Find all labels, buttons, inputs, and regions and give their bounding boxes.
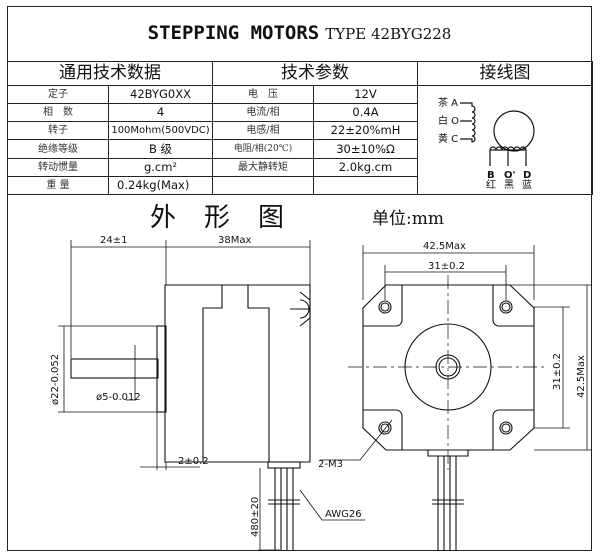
wire-label-o2: O' xyxy=(504,170,516,181)
flange xyxy=(156,325,167,413)
dim-line-holes xyxy=(320,419,393,461)
technical-value: 22±20%mH xyxy=(313,121,418,141)
wire-label-b: B xyxy=(487,170,495,181)
mount-holes xyxy=(378,300,513,435)
center-lines xyxy=(348,275,545,470)
technical-value: 0.4A xyxy=(313,103,418,123)
spec-table: 通用技术数据 技术参数 接线图 定子 42BYG0XX 电 压 12V 茶 A … xyxy=(7,61,593,196)
wire-label-c: 黄 C xyxy=(438,132,458,145)
wiring-diagram: 茶 A 白 O 黄 C B O' D 红 黑 蓝 xyxy=(438,96,535,191)
shaft xyxy=(70,358,159,379)
dim-height-pitch: 31±0.2 xyxy=(552,353,563,390)
drawing-frame xyxy=(7,6,592,551)
dim-lead-length: 480±20 xyxy=(250,497,261,537)
motor-body xyxy=(164,284,311,463)
cable-boss-side xyxy=(267,461,301,469)
dim-wire-gauge: AWG26 xyxy=(325,509,362,520)
coil-ac xyxy=(460,102,476,143)
dim-lines-dia xyxy=(58,325,157,413)
wiring-diagram-cell: 茶 A 白 O 黄 C B O' D 红 黑 蓝 xyxy=(417,85,593,195)
dim-lines-top xyxy=(70,240,311,358)
wire-color-o2: 黑 xyxy=(504,179,514,191)
dim-body-length: 38Max xyxy=(218,235,251,246)
dim-height: 42.5Max xyxy=(576,355,587,398)
corner-pockets xyxy=(363,285,534,450)
connector-side xyxy=(290,291,311,327)
body-section xyxy=(202,285,270,462)
dim-width: 42.5Max xyxy=(423,241,466,252)
leads-side xyxy=(268,468,300,550)
dim-shaft-length: 24±1 xyxy=(100,235,127,246)
front-face xyxy=(362,284,535,451)
dim-lines-lead xyxy=(258,468,365,551)
wire-color-b: 红 xyxy=(486,178,496,191)
document-title: STEPPING MOTORS TYPE 42BYG228 xyxy=(7,22,592,44)
leads-front xyxy=(432,456,464,550)
dim-flange: 2±0.2 xyxy=(178,456,209,467)
wire-label-o: 白 O xyxy=(438,114,459,127)
coil-bd xyxy=(489,146,527,166)
dim-lines-flange xyxy=(140,412,200,470)
title-main: STEPPING MOTORS xyxy=(147,22,320,44)
dim-lines-width xyxy=(362,245,535,300)
dim-hole-pitch: 31±0.2 xyxy=(428,261,465,272)
general-value: B 级 xyxy=(108,139,213,159)
dim-mount-holes: 2-M3 xyxy=(318,459,343,470)
title-type: TYPE 42BYG228 xyxy=(325,25,452,43)
unit-label: 单位:mm xyxy=(372,209,444,229)
general-label: 重 量 xyxy=(7,175,109,196)
wire-label-d: D xyxy=(523,170,531,181)
technical-value: 30±10%Ω xyxy=(313,139,418,159)
drawing-title: 外形图 xyxy=(150,203,313,233)
wire-label-a: 茶 A xyxy=(438,96,458,109)
wire-color-d: 蓝 xyxy=(522,179,532,191)
dim-shaft-dia: ø5-0.012 xyxy=(96,392,141,403)
dim-lines-height xyxy=(510,284,592,451)
rotor-circle xyxy=(493,110,535,152)
dim-boss-dia: ø22-0.052 xyxy=(50,354,61,405)
general-value: 0.24kg(Max) xyxy=(108,175,213,196)
